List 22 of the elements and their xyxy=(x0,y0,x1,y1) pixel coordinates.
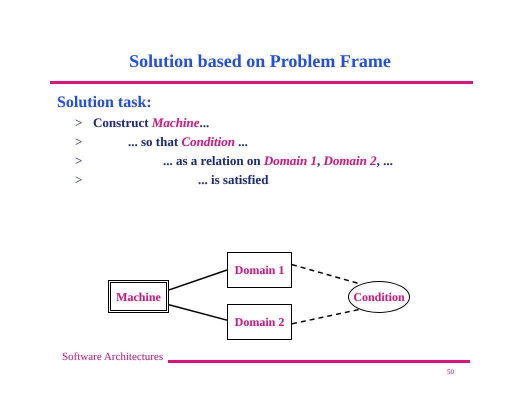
connector-line xyxy=(168,304,228,321)
connector-line xyxy=(168,269,228,291)
domain-box xyxy=(227,252,292,288)
footer-text: Software Architectures xyxy=(62,350,164,365)
bullet-text: ... is satisfied xyxy=(198,171,268,189)
domain-box xyxy=(227,304,292,340)
bullet-text: ... as a relation on Domain 1, Domain 2, ... xyxy=(163,152,393,170)
node-label: Condition xyxy=(353,289,405,306)
bullet-marker: > xyxy=(75,133,82,151)
bullet-text: ... so that Condition ... xyxy=(128,133,248,151)
slide-title: Solution based on Problem Frame xyxy=(128,50,392,73)
machine-box xyxy=(108,280,169,313)
bullet-marker: > xyxy=(75,152,82,170)
node-label: Domain 1 xyxy=(234,262,284,279)
section-heading: Solution task: xyxy=(57,93,152,113)
node-label: Domain 2 xyxy=(234,314,284,331)
dashed-connector xyxy=(292,308,360,325)
condition-ellipse xyxy=(348,281,410,313)
node-label: Machine xyxy=(116,288,161,306)
bullet-marker: > xyxy=(75,114,82,132)
bullet-marker: > xyxy=(75,171,82,189)
bullet-text: Construct Machine... xyxy=(93,114,210,132)
